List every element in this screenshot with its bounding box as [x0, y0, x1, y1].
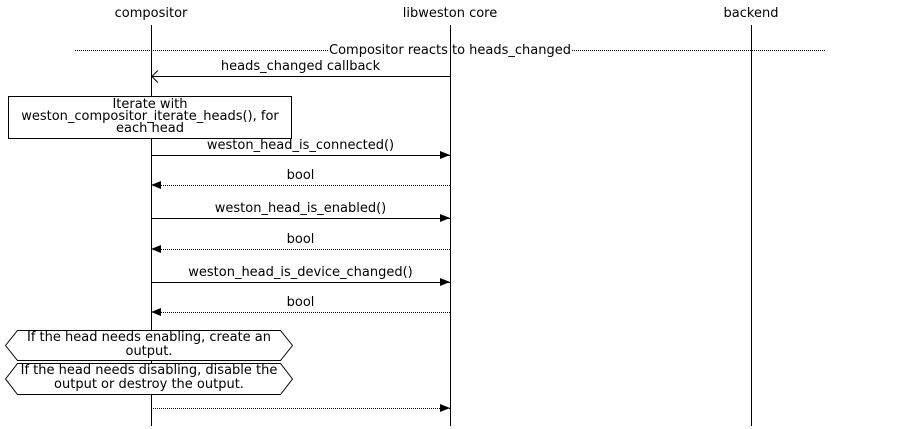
hnote-enable-output: If the head needs enabling, create an ou… [5, 330, 293, 361]
arrowhead-right-icon [440, 278, 450, 286]
message-line [151, 408, 450, 409]
message-line [151, 249, 450, 250]
message-label: bool [286, 295, 315, 310]
message-line [151, 282, 450, 283]
message-label: bool [286, 232, 315, 247]
arrowhead-left-icon [151, 308, 161, 316]
arrowhead-left-icon [151, 245, 161, 253]
participant-label-compositor: compositor [114, 6, 188, 21]
participant-label-backend: backend [723, 6, 779, 21]
divider-line-right [572, 49, 825, 51]
message-line [151, 76, 450, 77]
participant-label-libweston-core: libweston core [402, 6, 498, 21]
divider-line-left [75, 49, 328, 51]
arrowhead-right-icon [440, 151, 450, 159]
hnote-disable-output: If the head needs disabling, disable the… [5, 363, 293, 395]
hexagon-shape [5, 363, 293, 395]
message-label: weston_head_is_device_changed() [188, 265, 413, 280]
lifeline-backend [751, 25, 752, 426]
section-divider: Compositor reacts to heads_changed [75, 42, 825, 58]
arrowhead-left-icon [151, 181, 161, 189]
message-label: weston_head_is_connected() [206, 138, 395, 153]
hnote-text: If the head needs disabling, disable the… [20, 363, 278, 392]
message-label: bool [286, 168, 315, 183]
message-label: weston_head_is_enabled() [214, 201, 387, 216]
hnote-text: If the head needs enabling, create an ou… [26, 330, 272, 359]
hexagon-shape [5, 330, 293, 361]
lifeline-libweston-core [450, 25, 451, 426]
lifeline-compositor [151, 25, 152, 426]
arrowhead-right-icon [440, 404, 450, 412]
message-line [151, 185, 450, 186]
arrowhead-right-icon [440, 214, 450, 222]
message-label: heads_changed callback [220, 59, 381, 74]
divider-label: Compositor reacts to heads_changed [329, 42, 571, 58]
message-line [151, 155, 450, 156]
message-line [151, 312, 450, 313]
note-iterate-heads: Iterate with weston_compositor_iterate_h… [8, 96, 292, 139]
message-line [151, 218, 450, 219]
